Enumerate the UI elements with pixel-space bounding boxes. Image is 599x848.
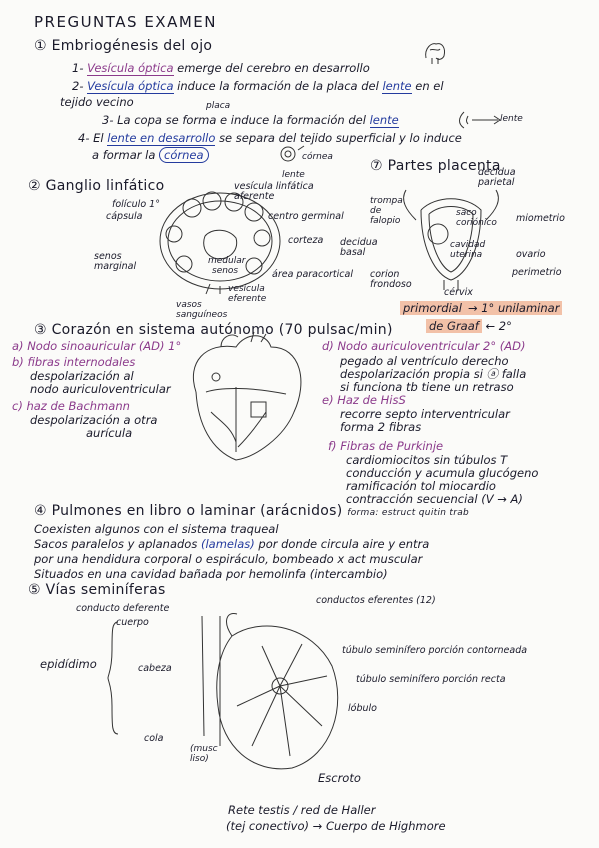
s3-item-c3: aurícula: [86, 426, 133, 440]
epididymis-brace: [107, 621, 119, 735]
s3-item-e3: forma 2 fibras: [340, 420, 422, 434]
s7-label-decidua-parietal: decidua parietal: [478, 167, 516, 188]
s3-item-f5: contracción secuencial (V → A): [346, 492, 523, 506]
page-title: PREGUNTAS EXAMEN: [34, 13, 217, 31]
s1-term-vesicula: Vesícula óptica: [87, 61, 174, 76]
heart-diagram: [192, 331, 302, 461]
s3-item-f2: cardiomiocitos sin túbulos T: [346, 453, 508, 467]
s5-label-porcion-recta: túbulo seminífero porción recta: [356, 674, 506, 685]
s5-label-cola: cola: [144, 733, 164, 744]
s1-label-lente2: lente: [282, 170, 305, 180]
section-7-heading: ⑦ Partes placenta: [370, 158, 501, 174]
s1-line3: 3- La copa se forma e induce la formació…: [102, 113, 399, 128]
s2-label-centro-germinal: centro germinal: [268, 211, 344, 222]
s1-label-cornea: córnea: [302, 152, 333, 162]
s2-label-corteza: corteza: [288, 235, 324, 246]
s5-label-rete-testis: Rete testis / red de Haller: [228, 803, 376, 817]
lens-sketch-icon: [459, 111, 501, 129]
s2-label-senos-medular: senos: [212, 266, 239, 276]
s3-item-f: f) Fibras de Purkinje: [328, 439, 444, 453]
section-2-heading: ② Ganglio linfático: [28, 178, 165, 194]
cornea-sketch-icon: [280, 145, 305, 162]
s4-line3: por una hendidura corporal o espiráculo,…: [34, 552, 423, 566]
s2-label-vasos: vasos sanguíneos: [176, 300, 228, 320]
s3-item-a: a) Nodo sinoauricular (AD) 1°: [12, 339, 182, 353]
s5-label-conductos-eferentes: conductos eferentes (12): [316, 595, 436, 606]
s1-label-placa: placa: [206, 101, 231, 111]
s2-label-medular: medular: [208, 256, 246, 266]
s5-label-lobulo: lóbulo: [348, 703, 377, 714]
s2-label-paracortical: área paracortical: [272, 269, 353, 280]
s2-label-capsula: cápsula: [106, 211, 143, 222]
s1-line4: 4- El lente en desarrollo se separa del …: [78, 131, 462, 146]
s3-item-c2: despolarización a otra: [30, 413, 158, 427]
s5-label-highmore-line: (tej conectivo) → Cuerpo de Highmore: [226, 819, 446, 833]
s4-line4: Situados en una cavidad bañada por hemol…: [34, 567, 388, 581]
s7-label-saco: saco coriónico: [456, 208, 497, 228]
s1-label-lente1: lente: [500, 114, 523, 124]
s1-line2: 2- Vesícula óptica induce la formación d…: [72, 79, 444, 94]
s5-label-porcion-contorneada: túbulo seminífero porción contorneada: [342, 645, 528, 656]
s7-label-cavidad: cavidad uterina: [450, 240, 486, 260]
s5-label-musculo-liso: (musc liso): [190, 744, 218, 764]
s3-item-d3: despolarización propia si ⓐ falla: [340, 367, 527, 381]
s3-item-c: c) haz de Bachmann: [12, 399, 130, 413]
s1-line2-cont: tejido vecino: [60, 95, 134, 109]
s1-line4-cont: a formar la córnea: [92, 147, 209, 163]
s7-label-perimetrio: perimetrio: [512, 267, 562, 278]
s5-label-epididimo: epidídimo: [40, 657, 97, 671]
s7-label-miometrio: miometrio: [516, 213, 565, 224]
section-3-heading: ③ Corazón en sistema autónomo (70 pulsac…: [34, 322, 393, 338]
s3-item-f4: ramificación tol miocardio: [346, 479, 496, 493]
s7-label-trompa: trompa de falopio: [370, 196, 403, 226]
s3-item-b2: despolarización al: [30, 369, 134, 383]
s5-label-cabeza: cabeza: [138, 663, 172, 674]
s3-item-b3: nodo auriculoventricular: [30, 382, 171, 396]
section-1-heading: ① Embriogénesis del ojo: [34, 38, 213, 54]
s2-label-foliculo: folículo 1°: [112, 199, 160, 210]
s7-label-cervix: cérvix: [444, 287, 473, 298]
s1-line1: 1- Vesícula óptica emerge del cerebro en…: [72, 61, 370, 76]
s7-label-decidua-basal: decidua basal: [340, 237, 378, 258]
s5-label-conducto-deferente: conducto deferente: [76, 603, 170, 614]
s3-item-e2: recorre septo interventricular: [340, 407, 510, 421]
s5-label-cuerpo: cuerpo: [116, 617, 149, 628]
s7-follicle-line2: de Graaf ← 2°: [426, 319, 512, 333]
section-5-heading: ⑤ Vías seminíferas: [28, 582, 166, 598]
section-4-heading: ④ Pulmones en libro o laminar (arácnidos…: [34, 503, 470, 519]
placenta-diagram: [403, 189, 499, 290]
s3-item-f3: conducción y acumula glucógeno: [346, 466, 539, 480]
s5-label-escroto: Escroto: [318, 771, 361, 785]
s7-follicle-line1: primordial→ 1° unilaminar: [400, 301, 563, 315]
s4-line2: Sacos paralelos y aplanados (lamelas) po…: [34, 537, 430, 551]
lymph-node-diagram: [159, 191, 281, 295]
s3-item-b: b) fibras internodales: [12, 355, 136, 369]
s4-line1: Coexisten algunos con el sistema traquea…: [34, 522, 279, 536]
testis-diagram: [201, 612, 339, 770]
s3-item-d4: si funciona tb tiene un retraso: [340, 380, 514, 394]
s2-label-vesicula: vesícula linfática aferente: [234, 181, 314, 202]
s7-label-corion: corion frondoso: [370, 269, 412, 290]
s3-item-d2: pegado al ventrículo derecho: [340, 354, 509, 368]
brain-sketch-icon: [425, 43, 445, 64]
s2-label-eferente: vesícula eferente: [228, 284, 267, 304]
s3-item-e: e) Haz de HisS: [322, 393, 406, 407]
s2-label-senos-marginal: senos marginal: [94, 251, 137, 272]
s7-label-ovario: ovario: [516, 249, 546, 260]
s3-item-d: d) Nodo auriculoventricular 2° (AD): [322, 339, 526, 353]
